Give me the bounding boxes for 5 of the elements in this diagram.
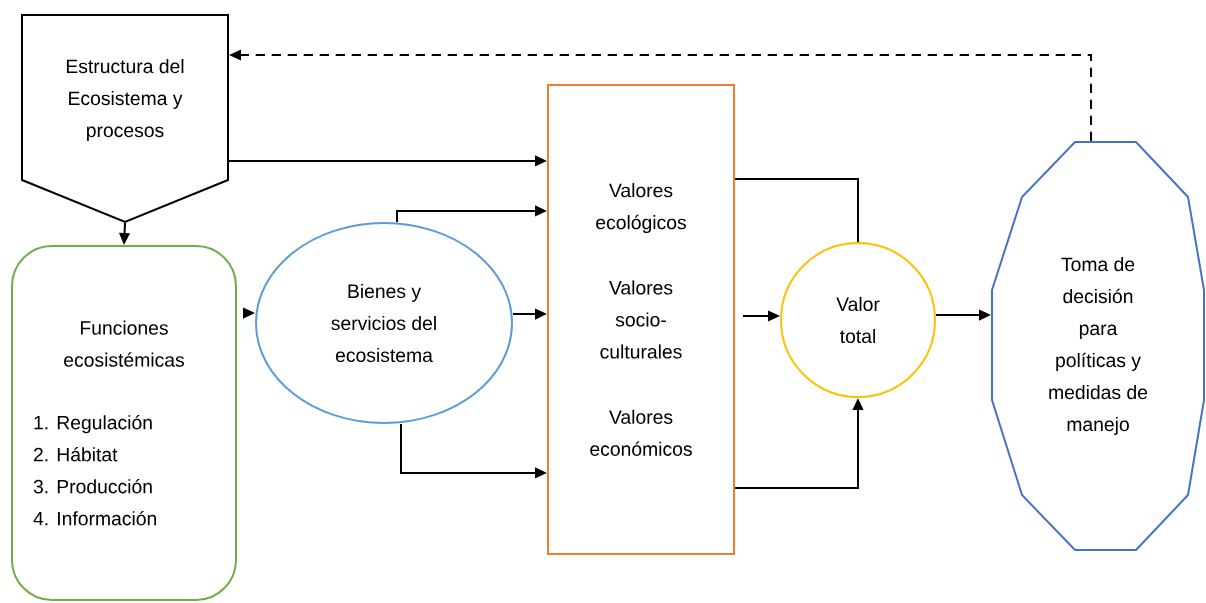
- octagon: Toma de decisión para políticas y medidas de manejo: [991, 141, 1205, 551]
- process-box: Valores ecológicos Valores socio-culturales Valores económicos: [547, 84, 735, 555]
- rounded-box: Funciones ecosistémicas 1. Regulación 2. Hábitat 3. Producción 4. Información: [11, 245, 237, 601]
- pentagon-box: Estructura del Ecosistema y procesos: [21, 14, 229, 224]
- connector-line: [734, 178, 859, 243]
